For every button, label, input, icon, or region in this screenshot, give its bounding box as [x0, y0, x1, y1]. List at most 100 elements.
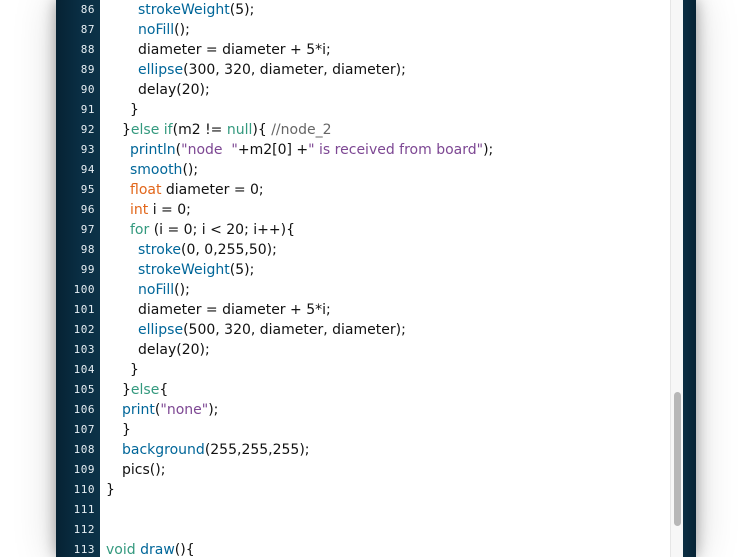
code-line[interactable]: pics(); [122, 460, 165, 480]
code-token-plain: (500, 320, diameter, diameter); [183, 322, 406, 338]
code-line[interactable]: delay(20); [138, 80, 210, 100]
line-number: 89 [80, 63, 95, 76]
code-line[interactable]: delay(20); [138, 340, 210, 360]
line-number: 103 [73, 343, 95, 356]
line-number: 97 [80, 223, 95, 236]
code-token-fn: print [122, 402, 155, 418]
code-line[interactable]: } [130, 100, 139, 120]
code-token-plain: (); [174, 22, 190, 38]
line-number: 109 [73, 463, 95, 476]
code-line[interactable]: } [106, 480, 115, 500]
code-token-plain: ( [154, 402, 161, 418]
code-line[interactable]: int i = 0; [130, 200, 191, 220]
line-number: 99 [80, 263, 95, 276]
code-token-plain: (0, 0,255,50); [181, 242, 277, 258]
code-token-plain: delay(20); [138, 82, 210, 98]
code-token-type: float [130, 182, 162, 198]
code-token-plain: (5); [229, 2, 255, 18]
line-number: 102 [73, 323, 95, 336]
code-token-plain: (i = 0; i < 20; i++){ [149, 222, 295, 238]
code-token-str: " is received from board" [308, 142, 484, 158]
vertical-scrollbar[interactable] [670, 0, 696, 557]
code-token-kw: else [130, 382, 160, 398]
code-token-plain: ( [175, 142, 182, 158]
code-token-plain: } [122, 122, 131, 138]
code-token-fn: noFill [138, 22, 175, 38]
code-line[interactable]: println("node "+m2[0] +" is received fro… [130, 140, 493, 160]
code-line[interactable]: ellipse(300, 320, diameter, diameter); [138, 60, 406, 80]
code-line[interactable]: diameter = diameter + 5*i; [138, 40, 331, 60]
code-token-plain: (){ [174, 542, 195, 557]
code-token-fn: ellipse [138, 62, 184, 78]
code-token-kw: for [130, 222, 150, 238]
line-number: 110 [73, 483, 95, 496]
code-token-type: int [130, 202, 149, 218]
code-line[interactable]: for (i = 0; i < 20; i++){ [130, 220, 295, 240]
line-number: 92 [80, 123, 95, 136]
code-line[interactable]: } [130, 360, 139, 380]
code-token-plain: diameter = diameter + 5*i; [138, 42, 331, 58]
line-number: 98 [80, 243, 95, 256]
code-token-plain: delay(20); [138, 342, 210, 358]
line-number: 105 [73, 383, 95, 396]
code-line[interactable]: print("none"); [122, 400, 218, 420]
code-token-plain: +m2[0] + [237, 142, 309, 158]
code-token-kw: void [106, 542, 136, 557]
code-line[interactable]: } [122, 420, 131, 440]
code-token-kw: null [226, 122, 253, 138]
line-number: 111 [73, 503, 95, 516]
code-line[interactable]: }else if(m2 != null){ //node_2 [122, 120, 332, 140]
code-token-plain: } [130, 362, 139, 378]
line-number: 93 [80, 143, 95, 156]
code-token-fn: noFill [138, 282, 175, 298]
line-number: 96 [80, 203, 95, 216]
code-line[interactable]: void draw(){ [106, 540, 195, 557]
scrollbar-track[interactable] [671, 0, 683, 557]
code-token-str: "node " [181, 142, 238, 158]
line-number: 101 [73, 303, 95, 316]
code-token-fn: background [122, 442, 205, 458]
code-token-str: "none" [160, 402, 209, 418]
scrollbar-thumb[interactable] [674, 392, 681, 526]
line-number: 94 [80, 163, 95, 176]
code-line[interactable]: diameter = diameter + 5*i; [138, 300, 331, 320]
code-token-fn: smooth [130, 162, 183, 178]
code-text-area[interactable]: strokeWeight(5);noFill();diameter = diam… [100, 0, 670, 557]
line-number: 112 [73, 523, 95, 536]
code-token-plain: (255,255,255); [204, 442, 310, 458]
code-token-fn: draw [140, 542, 175, 557]
code-line[interactable]: noFill(); [138, 20, 190, 40]
line-number: 90 [80, 83, 95, 96]
code-token-fn: strokeWeight [138, 262, 230, 278]
line-number: 100 [73, 283, 95, 296]
code-line[interactable]: stroke(0, 0,255,50); [138, 240, 277, 260]
line-number: 87 [80, 23, 95, 36]
line-number: 108 [73, 443, 95, 456]
code-token-plain: ); [483, 142, 494, 158]
code-token-plain: (5); [229, 262, 255, 278]
code-token-plain: ); [208, 402, 219, 418]
code-token-plain: pics(); [122, 462, 166, 478]
code-token-plain: { [159, 382, 169, 398]
code-token-fn: stroke [138, 242, 182, 258]
line-number: 113 [73, 543, 95, 556]
code-token-plain: ){ [252, 122, 272, 138]
code-line[interactable]: smooth(); [130, 160, 198, 180]
code-line[interactable]: background(255,255,255); [122, 440, 310, 460]
code-line[interactable]: strokeWeight(5); [138, 0, 254, 20]
line-number: 91 [80, 103, 95, 116]
code-line[interactable]: }else{ [122, 380, 168, 400]
code-line[interactable]: float diameter = 0; [130, 180, 264, 200]
code-token-plain: (); [174, 282, 190, 298]
code-token-fn: ellipse [138, 322, 184, 338]
code-token-plain: diameter = diameter + 5*i; [138, 302, 331, 318]
code-token-kw: else if [130, 122, 173, 138]
code-line[interactable]: noFill(); [138, 280, 190, 300]
code-line[interactable]: ellipse(500, 320, diameter, diameter); [138, 320, 406, 340]
code-token-plain: i = 0; [148, 202, 191, 218]
code-token-plain: (); [182, 162, 199, 178]
line-number: 88 [80, 43, 95, 56]
code-line[interactable]: strokeWeight(5); [138, 260, 254, 280]
